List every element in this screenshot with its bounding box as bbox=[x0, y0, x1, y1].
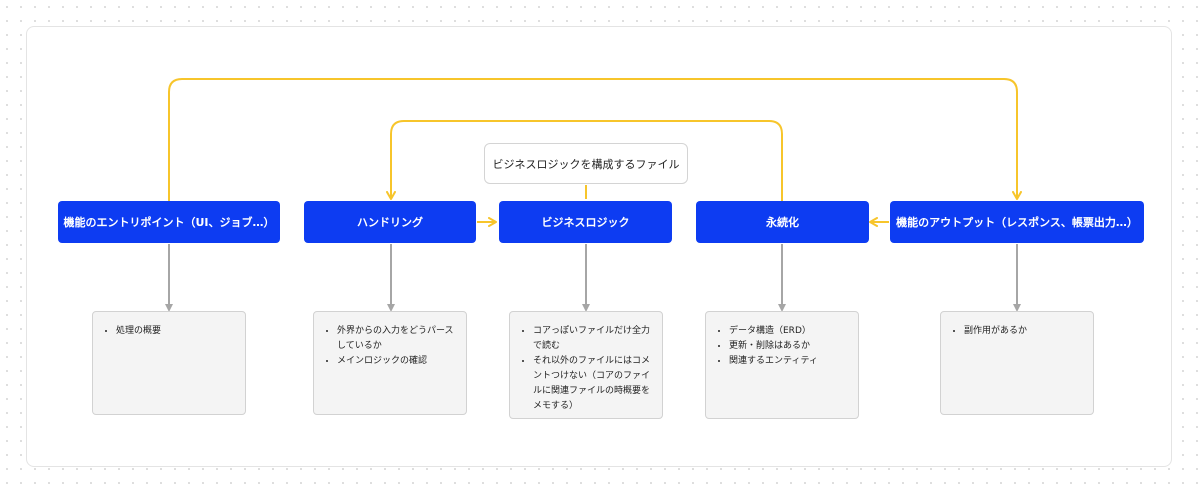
note-persist-item: データ構造（ERD） bbox=[729, 324, 848, 339]
node-persistence[interactable]: 永続化 bbox=[696, 201, 869, 243]
note-business[interactable]: コアっぽいファイルだけ全力で読む それ以外のファイルにはコメントつけない（コアの… bbox=[509, 311, 663, 419]
note-entry[interactable]: 処理の概要 bbox=[92, 311, 246, 415]
note-handling[interactable]: 外界からの入力をどうパースしているか メインロジックの確認 bbox=[313, 311, 467, 415]
note-persist-item: 更新・削除はあるか bbox=[729, 339, 848, 354]
note-persist[interactable]: データ構造（ERD） 更新・削除はあるか 関連するエンティティ bbox=[705, 311, 859, 419]
business-files-label[interactable]: ビジネスロジックを構成するファイル bbox=[484, 143, 688, 184]
note-output[interactable]: 副作用があるか bbox=[940, 311, 1094, 415]
note-entry-item: 処理の概要 bbox=[116, 324, 235, 339]
note-output-item: 副作用があるか bbox=[964, 324, 1083, 339]
node-entry-point[interactable]: 機能のエントリポイント（UI、ジョブ…） bbox=[58, 201, 280, 243]
note-persist-item: 関連するエンティティ bbox=[729, 354, 848, 369]
node-output[interactable]: 機能のアウトプット（レスポンス、帳票出力…） bbox=[890, 201, 1144, 243]
node-handling[interactable]: ハンドリング bbox=[304, 201, 476, 243]
node-business-logic[interactable]: ビジネスロジック bbox=[499, 201, 672, 243]
note-business-item: それ以外のファイルにはコメントつけない（コアのファイルに関連ファイルの時概要をメ… bbox=[533, 354, 652, 414]
note-handling-item: メインロジックの確認 bbox=[337, 354, 456, 369]
note-handling-item: 外界からの入力をどうパースしているか bbox=[337, 324, 456, 354]
note-business-item: コアっぽいファイルだけ全力で読む bbox=[533, 324, 652, 354]
